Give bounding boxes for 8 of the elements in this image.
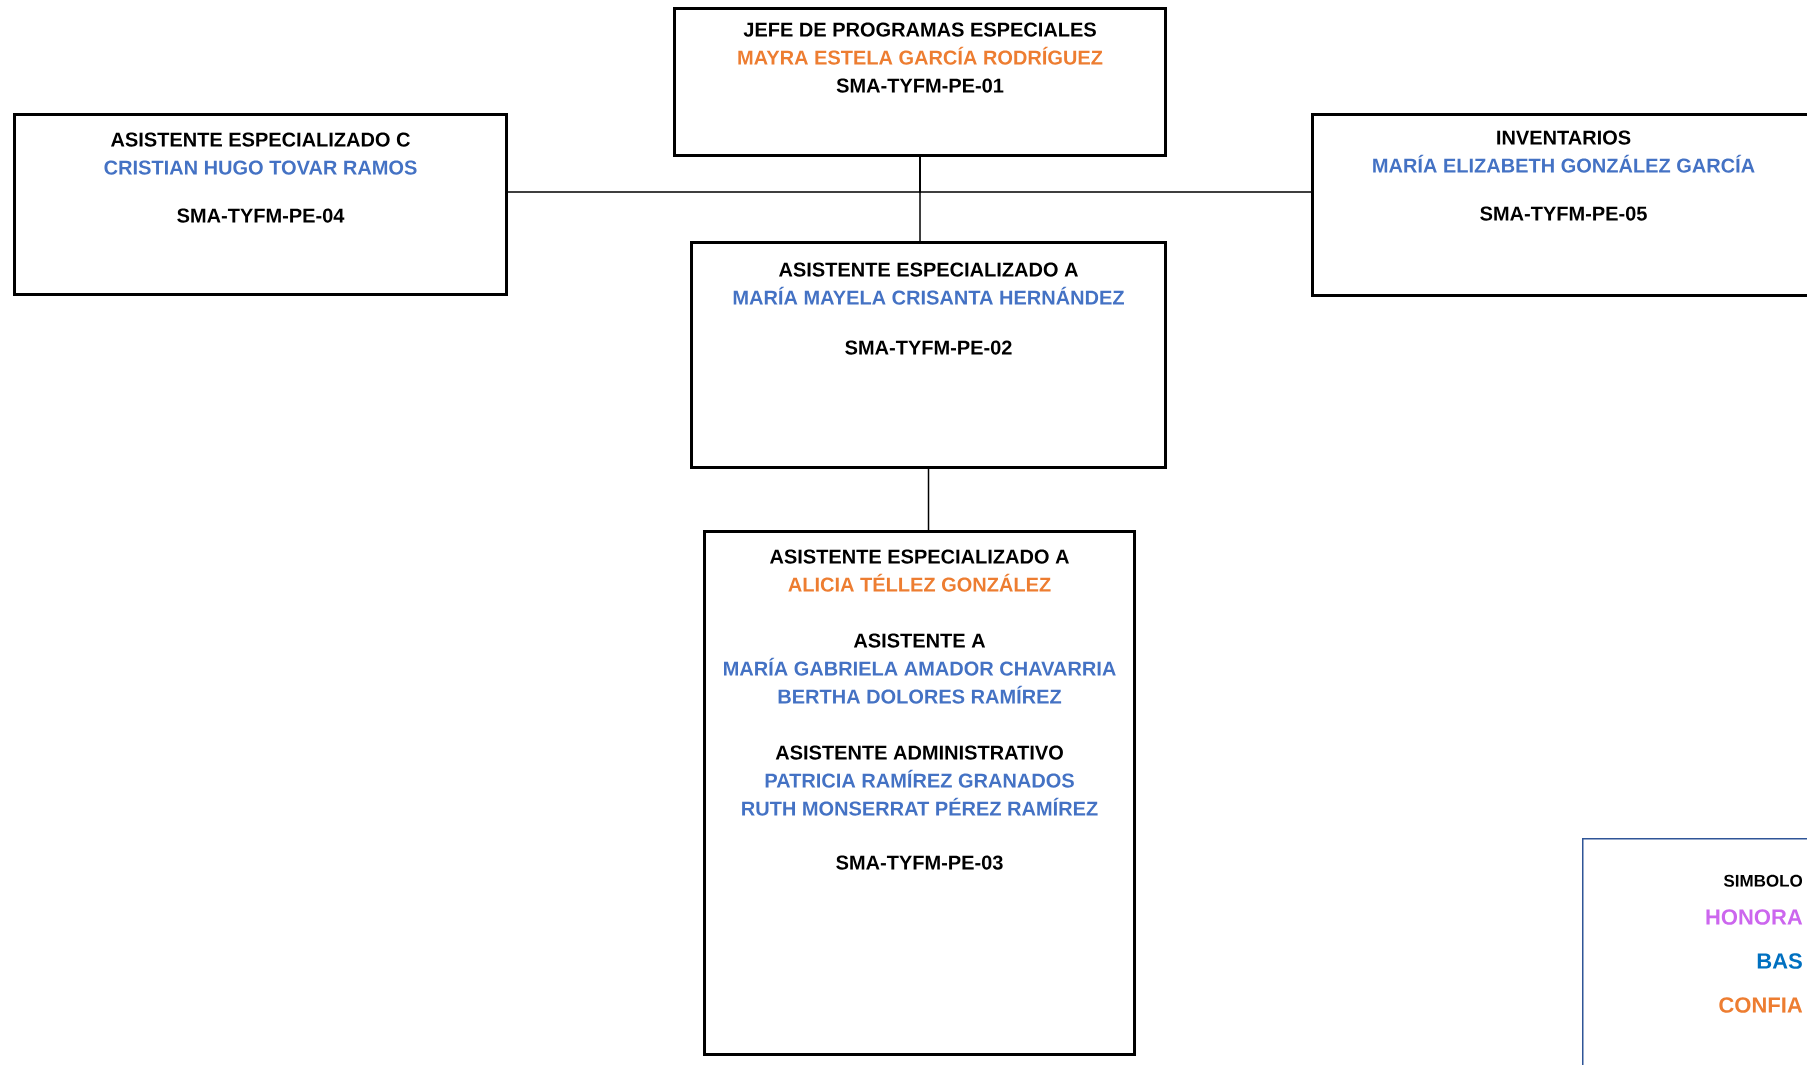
connector-line [919, 156, 921, 242]
org-box: ASISTENTE ESPECIALIZADO A ALICIA TÉLLEZ GONZÁLEZ ASISTENTE A MARÍA GABRIELA AMADOR CHAVARRIA BERTHA DOLORES RAMÍREZ ASISTENTE ADMINISTRATIVO PATRICIA RAMÍREZ GRANADOS RUTH MONSERRAT PÉREZ RAMÍREZ SMA-TYFM-PE-03 [703, 530, 1136, 1056]
org-box: JEFE DE PROGRAMAS ESPECIALES MAYRA ESTELA GARCÍA RODRÍGUEZ SMA-TYFM-PE-01 [673, 7, 1167, 157]
org-box: ASISTENTE ESPECIALIZADO A MARÍA MAYELA CRISANTA HERNÁNDEZ SMA-TYFM-PE-02 [690, 241, 1167, 469]
legend-box: SIMBOLO HONORA BAS CONFIA [1582, 838, 1807, 1065]
org-box: ASISTENTE ESPECIALIZADO C CRISTIAN HUGO TOVAR RAMOS SMA-TYFM-PE-04 [13, 113, 508, 296]
org-box: INVENTARIOS MARÍA ELIZABETH GONZÁLEZ GARCÍA SMA-TYFM-PE-05 [1311, 113, 1807, 297]
connector-line [927, 468, 930, 531]
